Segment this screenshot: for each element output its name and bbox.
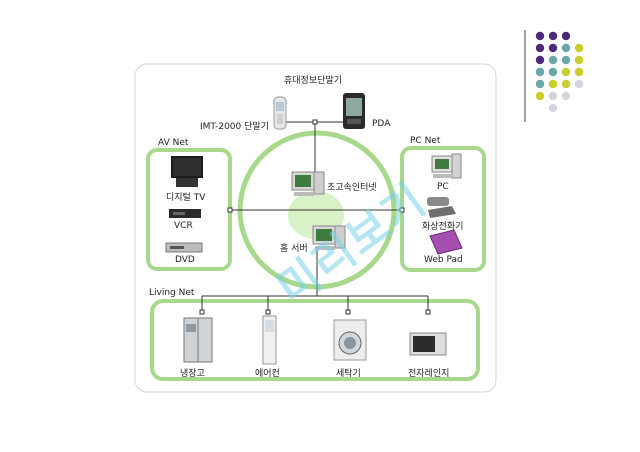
video-phone-icon <box>427 197 456 218</box>
decorative-dot-grid <box>535 31 584 113</box>
vcr-label: VCR <box>174 221 193 231</box>
home-server-label: 홈 서버 <box>280 244 308 254</box>
refrigerator-label: 냉장고 <box>180 369 205 379</box>
pc-label: PC <box>437 182 449 192</box>
air-conditioner-icon <box>262 315 277 365</box>
pc-icon <box>431 153 462 179</box>
digital-tv-icon <box>171 156 203 187</box>
pc-net-label: PC Net <box>410 136 441 146</box>
washing-machine-label: 세탁기 <box>336 369 361 379</box>
video-phone-label: 화상전화기 <box>422 222 464 232</box>
imt-label: IMT-2000 단말기 <box>200 122 269 132</box>
microwave-icon <box>409 332 447 356</box>
av-net-label: AV Net <box>158 138 189 148</box>
home-server-icon <box>312 225 346 250</box>
web-pad-icon <box>429 229 463 255</box>
connector-nodes <box>199 119 431 315</box>
internet-computer-icon <box>291 171 325 196</box>
microwave-label: 전자레인지 <box>408 369 450 379</box>
dvd-icon <box>165 242 203 253</box>
digital-tv-label: 디지털 TV <box>166 193 206 203</box>
refrigerator-icon <box>183 317 213 363</box>
internet-label: 초고속인터넷 <box>327 183 377 193</box>
pda-label: PDA <box>372 119 391 129</box>
washing-machine-icon <box>333 319 367 361</box>
web-pad-label: Web Pad <box>424 255 463 265</box>
dvd-label: DVD <box>175 255 195 265</box>
air-conditioner-label: 에어컨 <box>255 369 280 379</box>
diagram-title: 휴대정보단말기 <box>284 76 342 86</box>
living-net-label: Living Net <box>149 288 195 298</box>
living-net-box <box>150 299 480 381</box>
vcr-icon <box>169 209 201 218</box>
imt-phone-icon <box>273 96 287 130</box>
pda-icon <box>343 93 365 129</box>
